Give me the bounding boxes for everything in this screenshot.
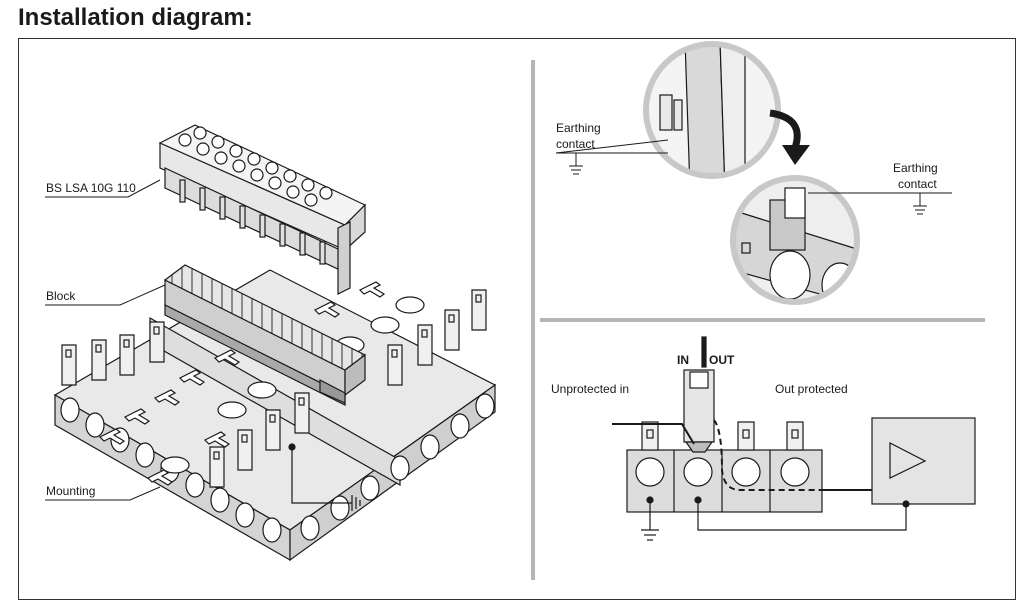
mounting-frame-drawing xyxy=(53,269,497,562)
magnifier-top xyxy=(643,41,781,179)
page-title: Installation diagram: xyxy=(18,4,253,31)
diagram-frame xyxy=(18,38,1016,600)
label-block: Block xyxy=(46,289,76,303)
label-in: IN xyxy=(677,353,689,367)
label-out-protected: Out protected xyxy=(775,382,848,396)
label-earthing-left-line1: Earthing xyxy=(556,121,601,135)
leader-block xyxy=(45,284,166,306)
label-out: OUT xyxy=(709,353,735,367)
leader-earthing-left xyxy=(555,139,669,154)
label-earthing-right-line1: Earthing xyxy=(893,161,938,175)
mounting-ground-lead xyxy=(288,443,361,511)
leader-module xyxy=(45,179,161,198)
label-module: BS LSA 10G 110 xyxy=(46,181,136,195)
leader-mounting xyxy=(45,486,161,501)
label-unprotected-in: Unprotected in xyxy=(551,382,629,396)
label-earthing-right-line2: contact xyxy=(898,177,937,191)
label-earthing-left-line2: contact xyxy=(556,137,595,151)
label-mounting: Mounting xyxy=(46,484,95,498)
magnifier-bottom xyxy=(730,175,860,305)
protection-module-drawing xyxy=(158,124,367,295)
block-drawing xyxy=(163,264,367,406)
arrow-down-icon xyxy=(769,109,810,165)
circuit-diagram xyxy=(612,336,976,541)
